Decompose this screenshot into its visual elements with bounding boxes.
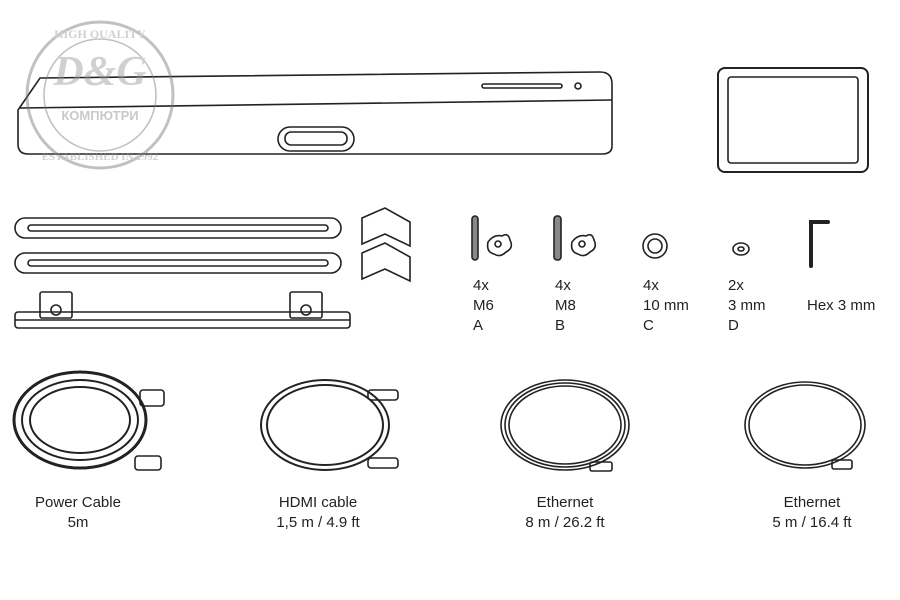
- ethernet-cable-5m-drawing: [744, 381, 866, 470]
- letter: A: [473, 317, 484, 334]
- letter: C: [643, 317, 654, 334]
- soundbar-device: [17, 71, 613, 155]
- hardware-label-d: 2x 3 mm D: [728, 276, 766, 336]
- qty: 4x: [555, 277, 571, 294]
- mounting-bars: [14, 207, 411, 329]
- hardware-label-hex: Hex 3 mm: [807, 296, 875, 316]
- touch-panel-device: [717, 67, 869, 173]
- size: 10 mm: [643, 297, 689, 314]
- hardware-label-a: 4x M6 A: [473, 276, 494, 336]
- size: M8: [555, 297, 576, 314]
- size: Hex 3 mm: [807, 297, 876, 314]
- svg-text:ESTABLISHED IN 1992: ESTABLISHED IN 1992: [42, 151, 159, 163]
- qty: 4x: [473, 277, 489, 294]
- hardware-items: [471, 215, 830, 268]
- cable-length: 5m: [67, 514, 89, 531]
- cable-length: 5 m / 16.4 ft: [772, 514, 852, 531]
- watermark-logo: D&G КОМПЮТРИ HIGH QUALITY ESTABLISHED IN…: [25, 20, 175, 170]
- qty: 4x: [643, 277, 659, 294]
- cable-length: 1,5 m / 4.9 ft: [276, 514, 360, 531]
- power-cable-drawing: [12, 370, 165, 471]
- letter: B: [555, 317, 566, 334]
- size: M6: [473, 297, 494, 314]
- cable-name: HDMI cable: [278, 494, 358, 511]
- cable-name: Ethernet: [536, 494, 594, 511]
- svg-text:D&G: D&G: [52, 49, 146, 95]
- svg-text:КОМПЮТРИ: КОМПЮТРИ: [61, 108, 138, 123]
- qty: 2x: [728, 277, 744, 294]
- hdmi-cable-drawing: [260, 379, 399, 471]
- caption-ethernet-5m: Ethernet 5 m / 16.4 ft: [712, 493, 900, 533]
- svg-text:HIGH QUALITY: HIGH QUALITY: [54, 27, 146, 41]
- ethernet-cable-8m-drawing: [500, 379, 630, 472]
- hardware-label-c: 4x 10 mm C: [643, 276, 689, 336]
- cable-length: 8 m / 26.2 ft: [525, 514, 605, 531]
- caption-hdmi-cable: HDMI cable 1,5 m / 4.9 ft: [218, 493, 418, 533]
- hardware-label-b: 4x M8 B: [555, 276, 576, 336]
- caption-power-cable: Power Cable 5m: [0, 493, 178, 533]
- caption-ethernet-8m: Ethernet 8 m / 26.2 ft: [465, 493, 665, 533]
- letter: D: [728, 317, 739, 334]
- cable-name: Power Cable: [35, 494, 121, 511]
- size: 3 mm: [728, 297, 766, 314]
- cable-name: Ethernet: [783, 494, 841, 511]
